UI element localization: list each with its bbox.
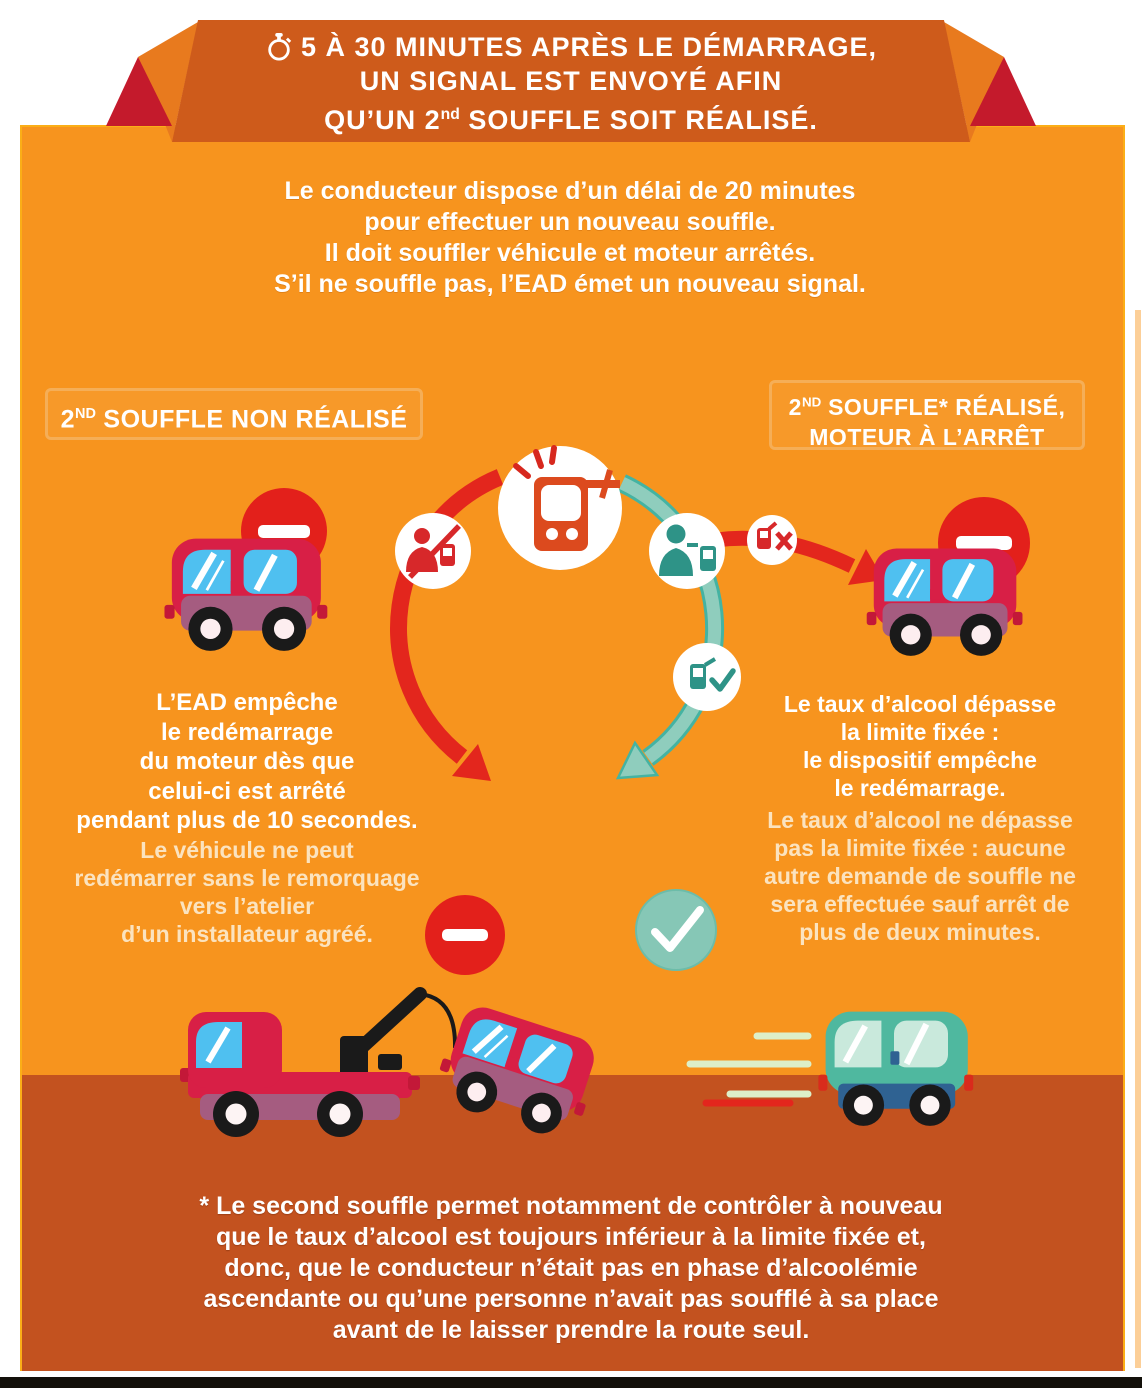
label-second-souffle-realise: 2ND SOUFFLE* RÉALISÉ,MOTEUR À L’ARRÊT xyxy=(769,380,1085,450)
left-secondary-text: Le véhicule ne peut redémarrer sans le r… xyxy=(74,837,420,947)
intro-paragraph: Le conducteur dispose d’un délai de 20 m… xyxy=(274,177,866,298)
ribbon-fold-right xyxy=(970,57,1036,126)
right-primary-text: Le taux d’alcool dépasse la limite fixée… xyxy=(783,691,1057,801)
banner-line1: 5 À 30 MINUTES APRÈS LE DÉMARRAGE, xyxy=(300,32,878,62)
stopwatch-icon xyxy=(268,33,292,61)
left-primary-text: L’EAD empêche le redémarrage du moteur d… xyxy=(76,689,418,834)
bottom-black-bar xyxy=(0,1377,1142,1388)
banner-line2: UN SIGNAL EST ENVOYÉ AFIN xyxy=(359,66,783,96)
label-second-souffle-non-realise: 2ND SOUFFLE NON RÉALISÉ xyxy=(45,388,423,440)
footnote-text: * Le second souffle permet notamment de … xyxy=(199,1192,943,1344)
ribbon-fold-left xyxy=(106,57,172,126)
right-edge-strip xyxy=(1135,310,1141,1368)
banner-line3: QU’UN 2nd SOUFFLE SOIT RÉALISÉ. xyxy=(324,105,818,135)
banner-title: 5 À 30 MINUTES APRÈS LE DÉMARRAGE, UN SI… xyxy=(171,30,971,137)
right-secondary-text: Le taux d’alcool ne dépasse pas la limit… xyxy=(764,807,1076,945)
